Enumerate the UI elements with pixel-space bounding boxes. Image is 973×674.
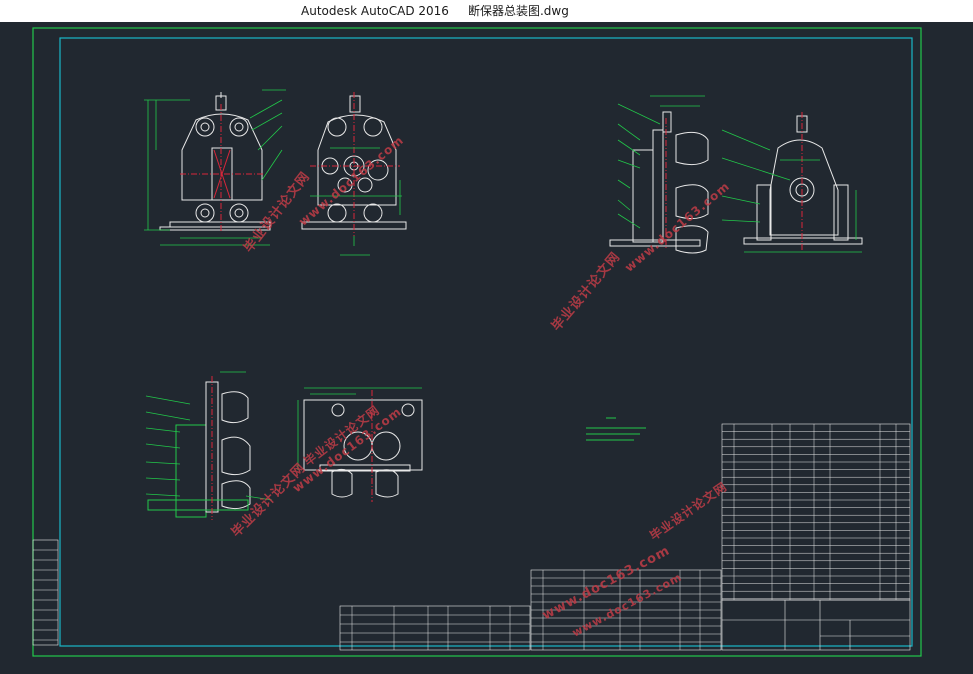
view-end: [743, 112, 863, 250]
view-end-dims: [721, 129, 862, 253]
inner-frame: [59, 37, 913, 647]
technical-notes: [586, 417, 646, 441]
view-bottom-centre: [303, 390, 423, 502]
view-aa-dims: [145, 371, 273, 501]
view-bottom-centre-dims: [297, 387, 422, 470]
outer-frame: [32, 27, 922, 657]
drawing-canvas[interactable]: 毕业设计论文网 www.doc163.com 毕业设计论文网 www.doc16…: [0, 22, 973, 674]
view-aa-section: [147, 376, 251, 520]
window-title: Autodesk AutoCAD 2016 断保器总装图.dwg: [301, 4, 569, 18]
view-front: [159, 92, 271, 232]
title-bar: Autodesk AutoCAD 2016 断保器总装图.dwg: [0, 0, 973, 22]
revision-column-rows: [33, 549, 58, 641]
view-section-right: [609, 111, 709, 254]
parts-list-centre-rows: [531, 570, 721, 650]
parts-list-left: [339, 605, 531, 651]
parts-list-right-rows: [722, 424, 910, 600]
view-front-dims: [144, 89, 286, 246]
view-side-dims: [310, 147, 402, 256]
parts-list-left-rows: [340, 606, 530, 650]
parts-list-right: [721, 423, 911, 601]
cad-drawing: [32, 27, 922, 657]
revision-column: [32, 539, 59, 646]
title-block: [721, 599, 911, 651]
view-section-right-dims: [617, 95, 705, 229]
view-side: [301, 92, 407, 236]
